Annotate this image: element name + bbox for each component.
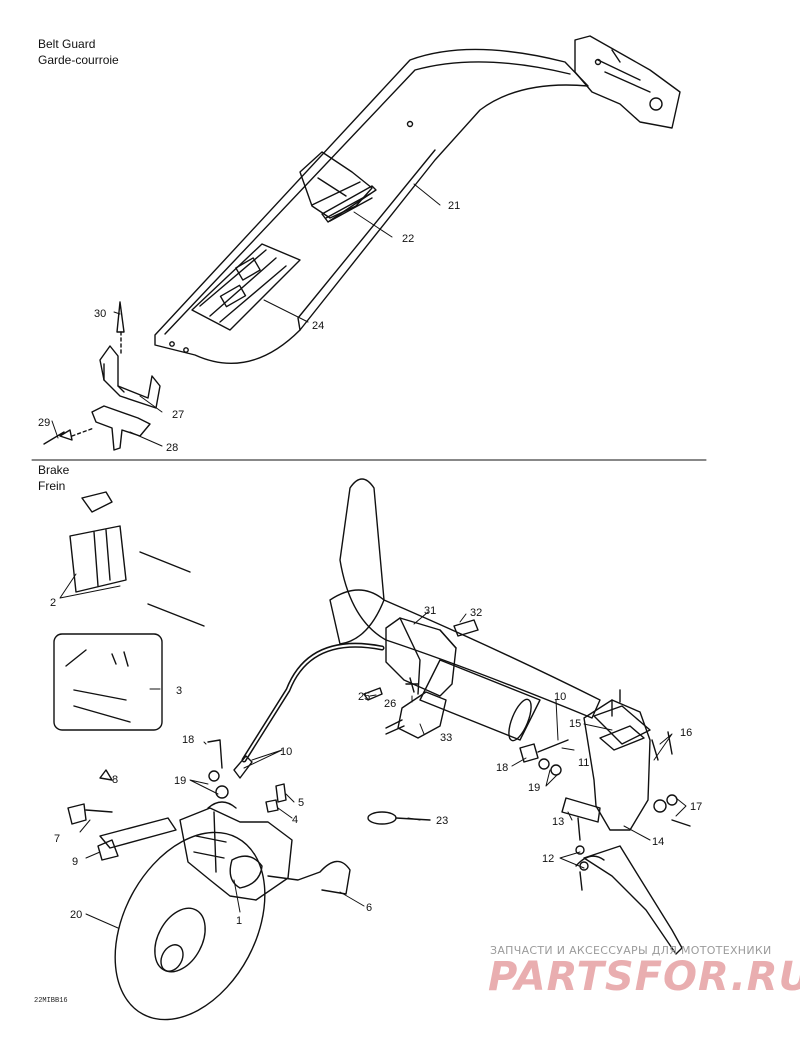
callout-5: 5 [298,797,304,809]
callout-1: 1 [236,915,242,927]
callout-18-caliper: 18 [182,734,194,746]
callout-23: 23 [436,815,448,827]
callout-29: 29 [38,417,50,429]
callout-13: 13 [552,816,564,828]
brake-drawing [53,478,691,1021]
callout-15: 15 [569,718,581,730]
callout-21: 21 [448,200,460,212]
callout-3: 3 [176,685,182,697]
callout-32: 32 [470,607,482,619]
callout-14: 14 [652,836,664,848]
watermark-tagline: ЗАПЧАСТИ И АКСЕССУАРЫ ДЛЯ МОТОТЕХНИКИ [490,944,772,957]
callout-16: 16 [680,727,692,739]
brake-title-en: Brake [38,463,70,477]
watermark-logo: PARTSFOR.RU [488,954,800,1000]
callout-10-master: 10 [554,691,566,703]
callout-31: 31 [424,605,436,617]
belt-guard-section-title: Belt Guard Garde-courroie [38,36,119,68]
callout-18-master: 18 [496,762,508,774]
belt-guard-drawing [43,35,681,451]
callout-2: 2 [50,597,56,609]
callout-4: 4 [292,814,298,826]
drawing-code: 22MIBB16 [34,997,68,1005]
callout-8: 8 [112,774,118,786]
callout-19-master: 19 [528,782,540,794]
belt-guard-title-en: Belt Guard [38,37,96,51]
callout-33: 33 [440,732,452,744]
callout-30: 30 [94,308,106,320]
callout-12: 12 [542,853,554,865]
callout-6: 6 [366,902,372,914]
callout-11: 11 [578,757,589,769]
belt-guard-title-fr: Garde-courroie [38,53,119,67]
callout-22: 22 [402,233,414,245]
callout-28: 28 [166,442,178,454]
callout-7: 7 [54,833,60,845]
callout-10-hose: 10 [280,746,292,758]
callout-27: 27 [172,409,184,421]
callout-25: 25 [358,691,370,703]
callout-19-caliper: 19 [174,775,186,787]
leader-lines [51,183,687,929]
callout-9: 9 [72,856,78,868]
callout-24: 24 [312,320,324,332]
callout-26: 26 [384,698,396,710]
brake-title-fr: Frein [38,479,66,493]
brake-section-title: Brake Frein [38,462,69,494]
callout-17: 17 [690,801,702,813]
callout-numbers: 21 22 24 30 27 29 28 2 3 31 32 25 26 33 … [38,200,702,927]
callout-20: 20 [70,909,82,921]
